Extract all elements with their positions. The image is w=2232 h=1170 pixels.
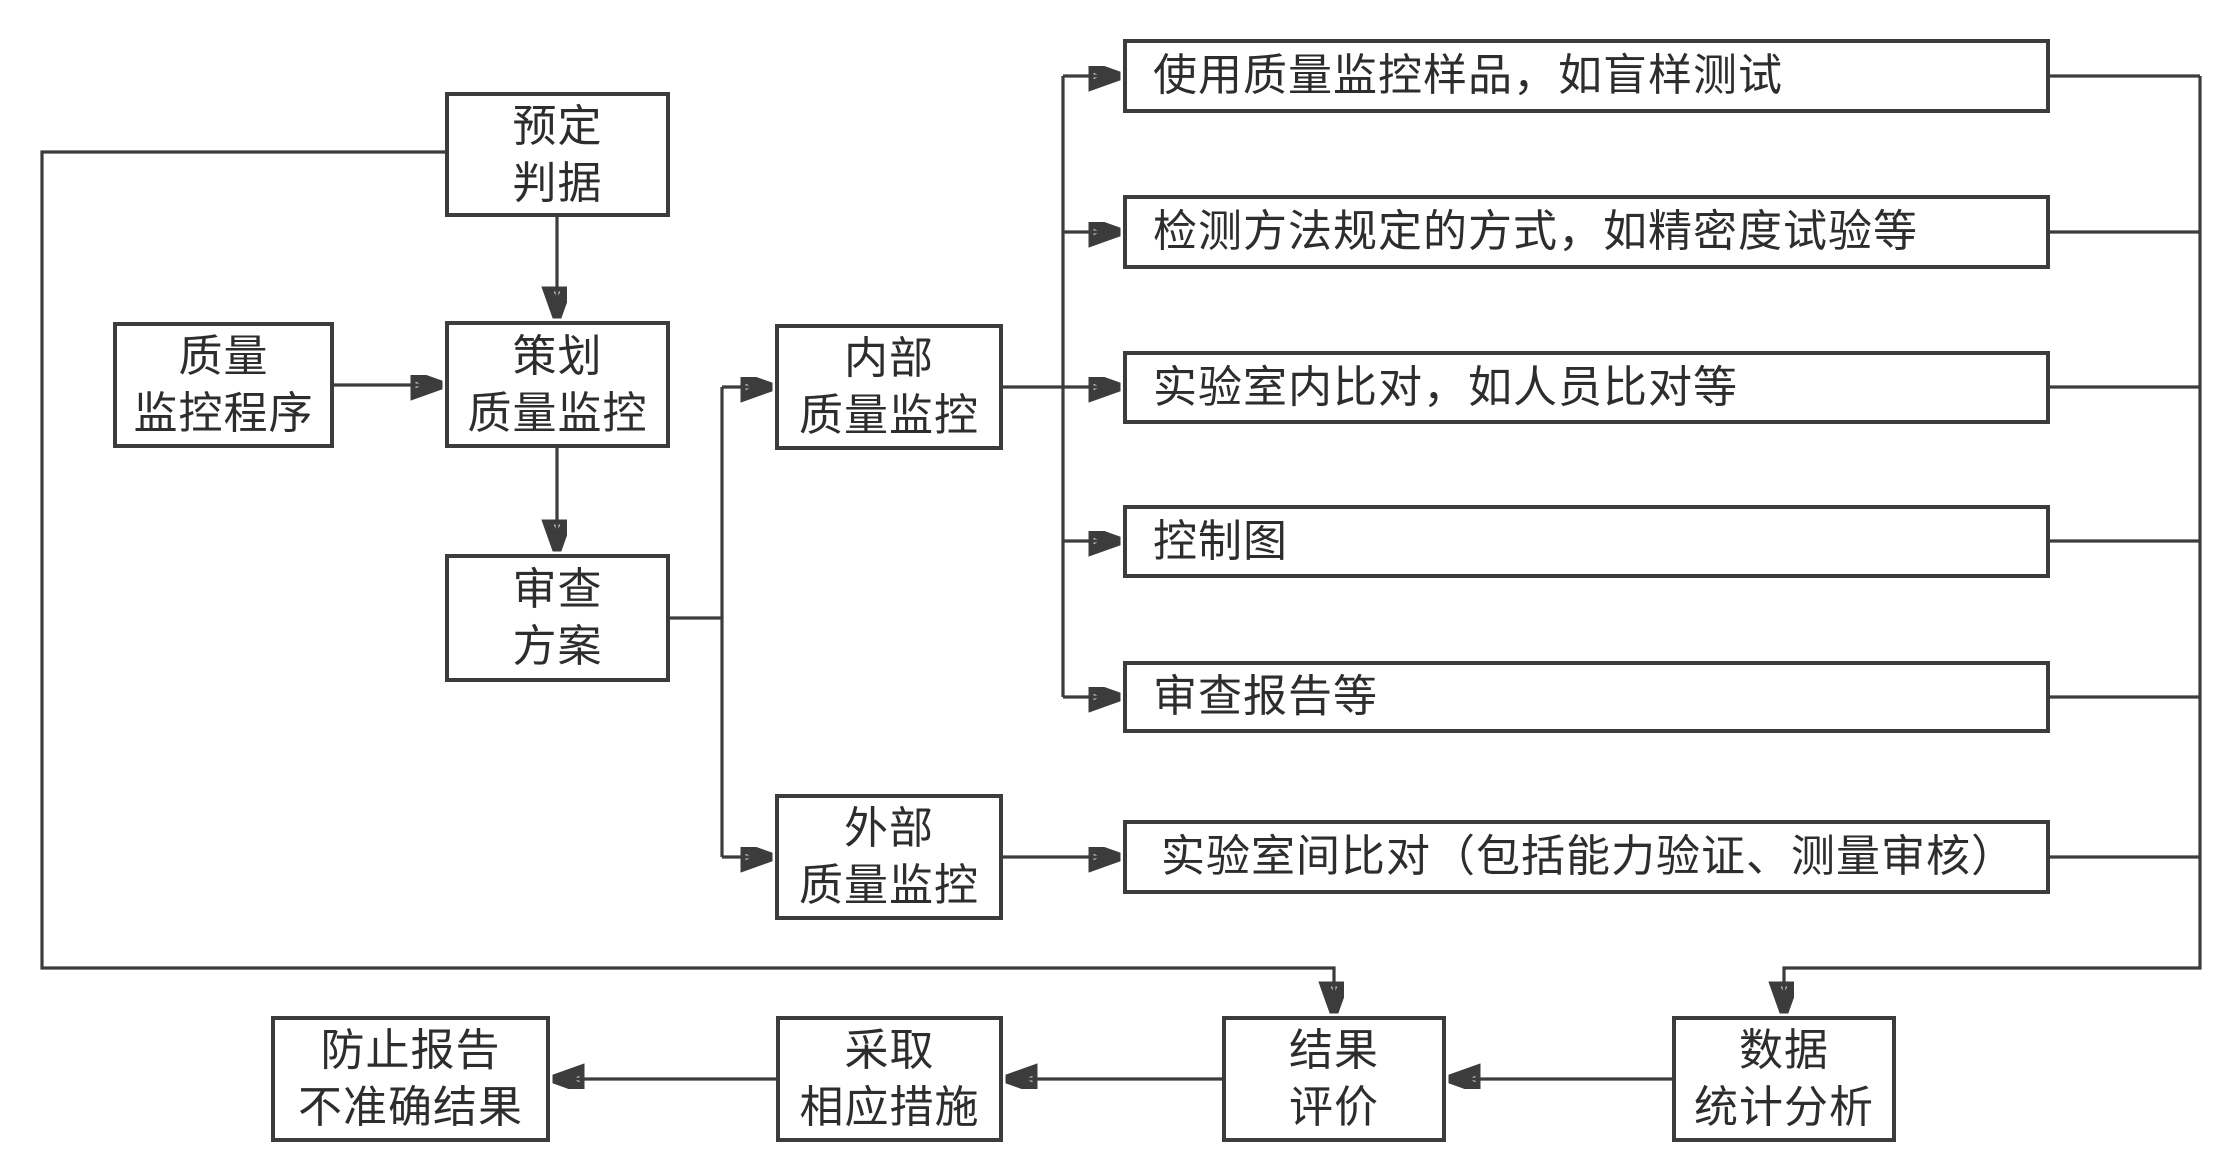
node-data-statistical-analysis: 数据 统计分析 <box>1672 1016 1896 1142</box>
edge-review-branch-trunk <box>670 387 724 857</box>
node-review-plan: 审查 方案 <box>445 554 670 682</box>
node-internal-method-blind-sample: 使用质量监控样品，如盲样测试 <box>1123 39 2050 113</box>
edge-internal-trunk <box>1003 76 1065 697</box>
node-prevent-inaccurate-results: 防止报告 不准确结果 <box>271 1016 550 1142</box>
edge-method-stubs <box>2050 74 2200 859</box>
node-external-quality-monitoring: 外部 质量监控 <box>775 794 1003 920</box>
node-internal-quality-monitoring: 内部 质量监控 <box>775 324 1003 450</box>
node-label-line: 监控程序 <box>133 389 314 438</box>
node-result-evaluation: 结果 评价 <box>1222 1016 1446 1142</box>
node-label-line: 内部 <box>844 334 934 383</box>
node-internal-method-precision-test: 检测方法规定的方式，如精密度试验等 <box>1123 195 2050 269</box>
node-external-method-interlab-comparison: 实验室间比对（包括能力验证、测量审核） <box>1123 820 2050 894</box>
node-label: 实验室间比对（包括能力验证、测量审核） <box>1161 832 2016 881</box>
node-label-line: 防止报告 <box>320 1026 501 1075</box>
edge-criteria-to-result-evaluation <box>40 150 1334 1009</box>
node-label-line: 质量监控 <box>467 388 648 438</box>
node-label: 检测方法规定的方式，如精密度试验等 <box>1153 207 1918 256</box>
edge-methods-to-data-analysis <box>1784 76 2202 1009</box>
node-internal-method-report-review: 审查报告等 <box>1123 661 2050 733</box>
node-internal-method-control-chart: 控制图 <box>1123 505 2050 578</box>
node-label-line: 判据 <box>512 158 603 208</box>
node-plan-quality-monitoring: 策划 质量监控 <box>445 321 670 448</box>
node-label: 审查报告等 <box>1153 672 1378 721</box>
node-label-line: 评价 <box>1289 1083 1379 1132</box>
node-label-line: 相应措施 <box>799 1083 980 1132</box>
node-label-line: 质量监控 <box>799 391 979 440</box>
node-label-line: 外部 <box>844 804 934 853</box>
node-label-line: 预定 <box>512 101 603 151</box>
node-label-line: 采取 <box>844 1026 935 1075</box>
node-internal-method-intralab-comparison: 实验室内比对，如人员比对等 <box>1123 351 2050 424</box>
node-label-line: 数据 <box>1739 1026 1829 1075</box>
node-take-measures: 采取 相应措施 <box>776 1016 1003 1142</box>
node-label-line: 审查 <box>512 565 603 614</box>
node-label-line: 不准确结果 <box>298 1083 523 1132</box>
node-label: 使用质量监控样品，如盲样测试 <box>1153 51 1783 100</box>
node-label-line: 统计分析 <box>1694 1083 1874 1132</box>
node-quality-monitoring-program: 质量 监控程序 <box>113 322 334 448</box>
node-predetermined-criteria: 预定 判据 <box>445 92 670 217</box>
node-label: 控制图 <box>1153 516 1288 566</box>
node-label-line: 质量监控 <box>799 861 979 910</box>
node-label-line: 质量 <box>178 332 269 381</box>
node-label-line: 结果 <box>1289 1026 1379 1075</box>
node-label-line: 方案 <box>512 622 603 671</box>
node-label-line: 策划 <box>512 331 603 381</box>
node-label: 实验室内比对，如人员比对等 <box>1153 362 1738 412</box>
